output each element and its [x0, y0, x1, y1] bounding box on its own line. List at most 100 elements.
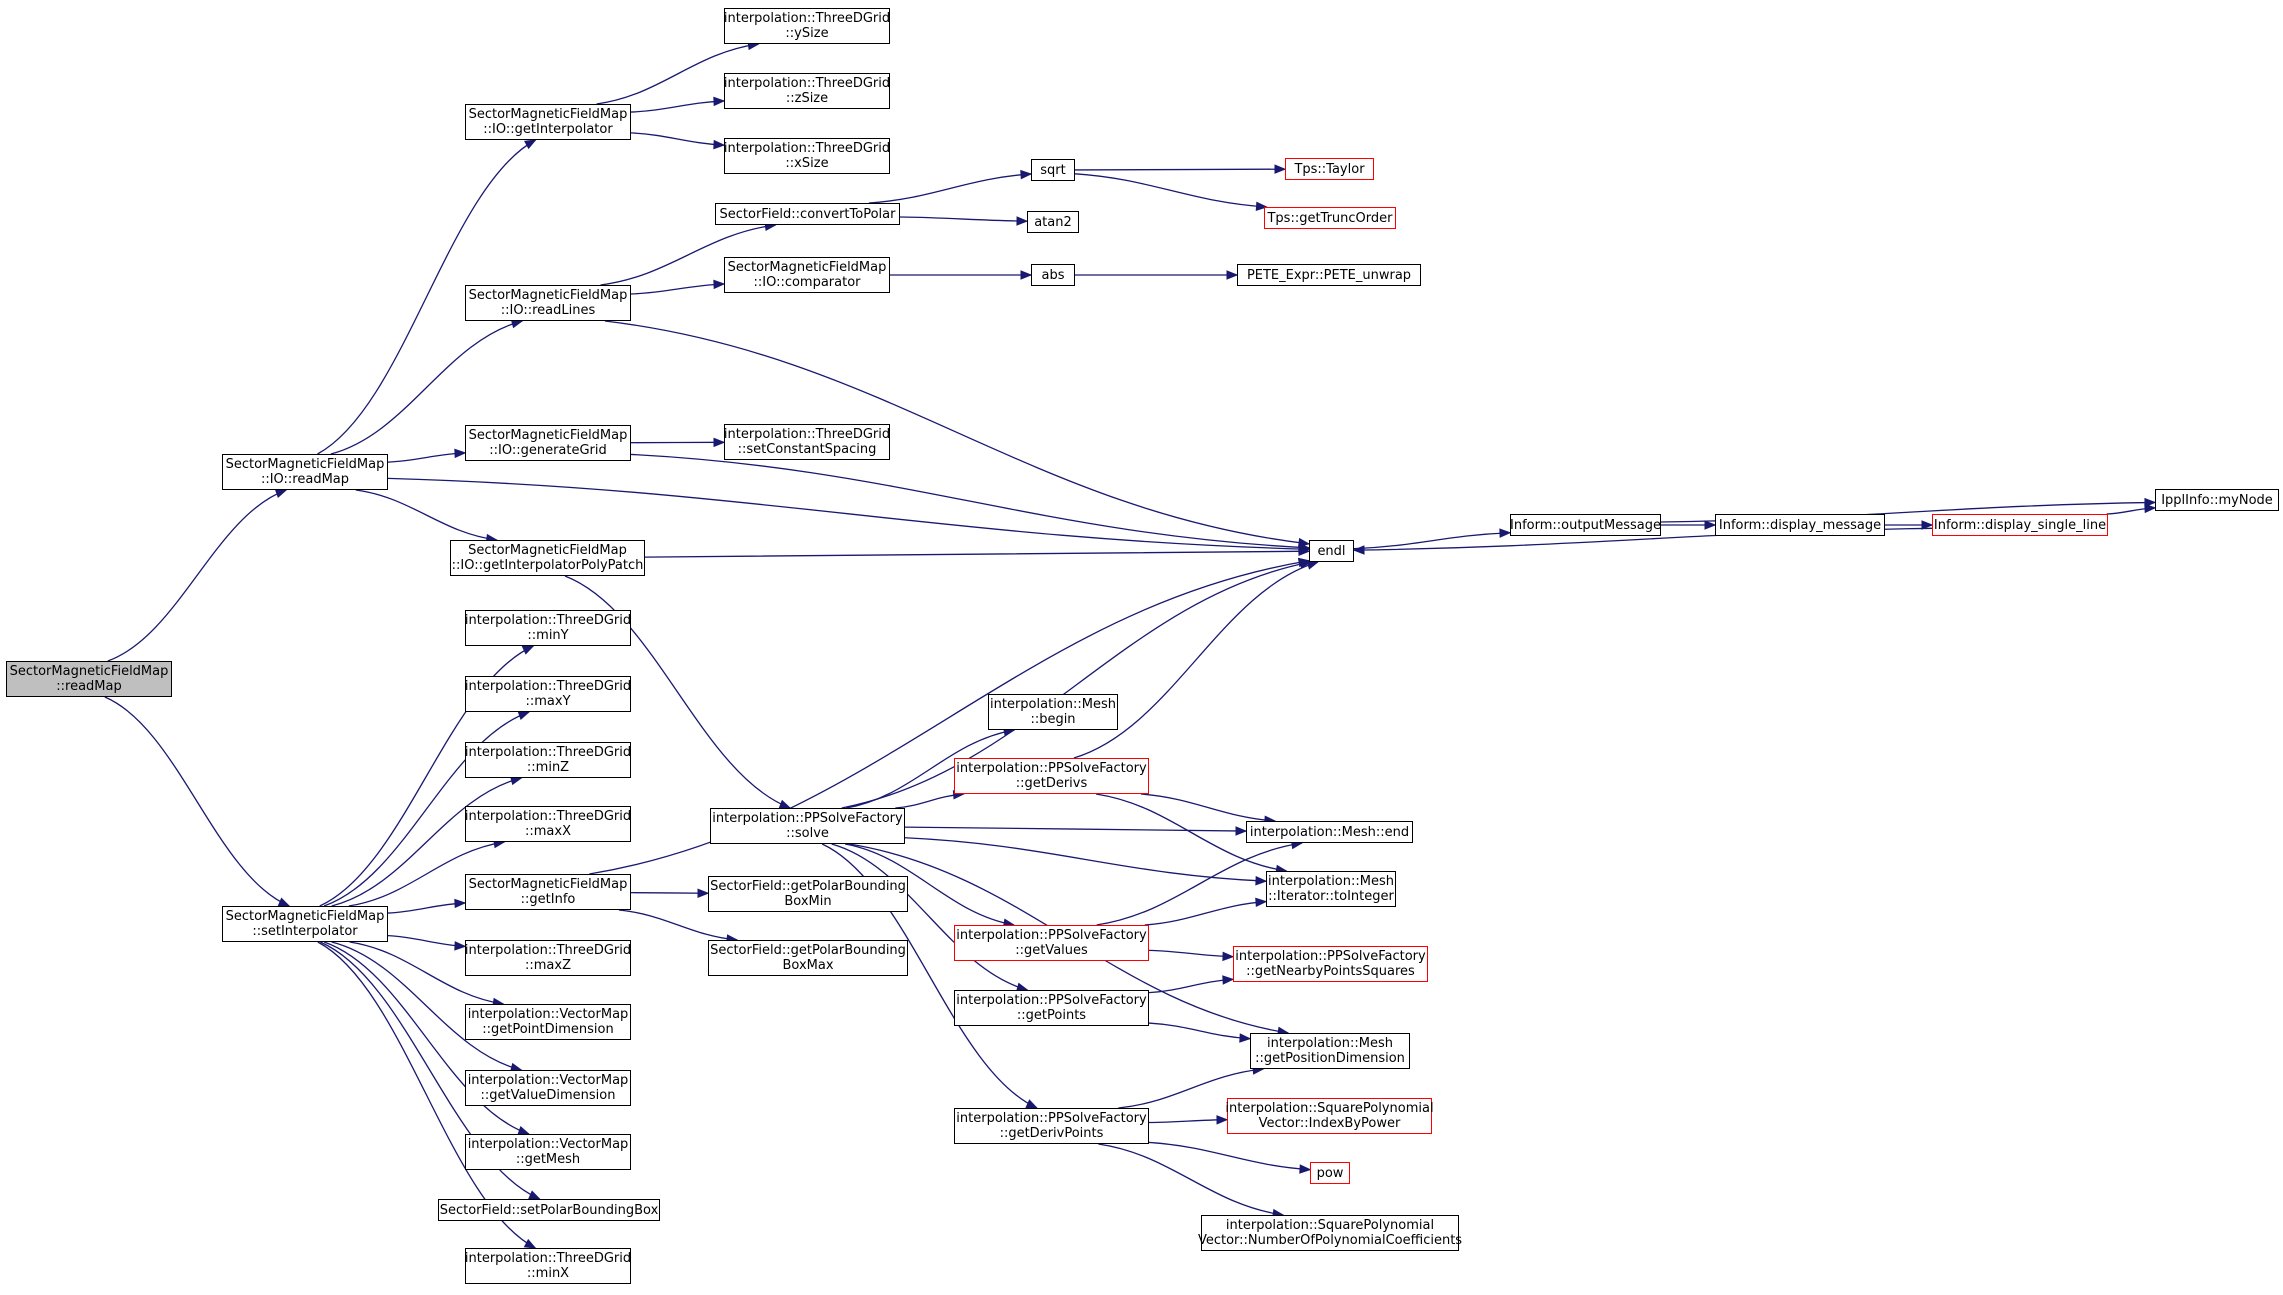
- arrowhead-tps-get-trunc-order: [1255, 201, 1268, 212]
- arrowhead-tps-taylor: [1274, 164, 1287, 174]
- edge-pps-solve-to-pps-get-points: [831, 843, 1028, 991]
- node-ppsolvefactory-getderivs[interactable]: interpolation::PPSolveFactory::getDerivs: [954, 758, 1149, 794]
- edge-io-get-interpolator-to-tdg-y-size: [596, 43, 759, 105]
- edge-endl-to-inform-output-message: [1353, 532, 1511, 550]
- node-tps-gettruncorder[interactable]: Tps::getTruncOrder: [1264, 207, 1396, 229]
- arrowhead-sqrt: [1020, 169, 1033, 180]
- node-sectormagneticfieldmap-readmap: SectorMagneticFieldMap::readMap: [6, 661, 172, 697]
- edge-get-info-to-sf-get-polar-bounding-box-min: [630, 891, 709, 894]
- node-pete-unwrap[interactable]: PETE_Expr::PETE_unwrap: [1237, 264, 1421, 286]
- node-threedgrid-ysize[interactable]: interpolation::ThreeDGrid::ySize: [724, 8, 890, 44]
- edge-set-interpolator-to-tdg-max-y: [323, 711, 530, 907]
- arrowhead-endl: [1352, 545, 1365, 555]
- node-threedgrid-minz[interactable]: interpolation::ThreeDGrid::minZ: [465, 742, 631, 778]
- edge-sqrt-to-tps-taylor: [1074, 168, 1286, 171]
- edge-set-interpolator-to-tdg-max-z: [387, 934, 466, 948]
- edge-pps-get-deriv-points-to-pow: [1148, 1141, 1311, 1171]
- arrowhead-io-get-interpolator: [524, 139, 537, 150]
- node-inform-display-single-line[interactable]: Inform::display_single_line: [1932, 514, 2108, 536]
- node-threedgrid-minx[interactable]: interpolation::ThreeDGrid::minX: [465, 1248, 631, 1284]
- edge-set-interpolator-to-tdg-max-x: [348, 841, 505, 907]
- node-tps-taylor[interactable]: Tps::Taylor: [1285, 158, 1374, 180]
- node-ppsolvefactory-getvalues[interactable]: interpolation::PPSolveFactory::getValues: [954, 925, 1149, 961]
- node-ppsolvefactory-getpoints[interactable]: interpolation::PPSolveFactory::getPoints: [954, 990, 1149, 1026]
- node-mesh-end[interactable]: interpolation::Mesh::end: [1246, 821, 1413, 843]
- arrowhead-ippl-my-node: [2144, 503, 2157, 514]
- arrowhead-tdg-z-size: [713, 96, 726, 107]
- edge-pps-get-values-to-mesh-end: [1096, 842, 1303, 926]
- arrowhead-pow: [1299, 1164, 1312, 1174]
- node-io-readmap[interactable]: SectorMagneticFieldMap::IO::readMap: [222, 454, 388, 490]
- node-threedgrid-maxx[interactable]: interpolation::ThreeDGrid::maxX: [465, 806, 631, 842]
- edge-io-read-map-to-endl: [387, 477, 1310, 550]
- node-io-readlines[interactable]: SectorMagneticFieldMap::IO::readLines: [465, 285, 631, 321]
- node-mesh-getpositiondimension[interactable]: interpolation::Mesh::getPositionDimensio…: [1250, 1033, 1410, 1069]
- node-sectorfield-setpolarboundingbox[interactable]: SectorField::setPolarBoundingBox: [438, 1199, 660, 1221]
- edge-get-info-to-sf-get-polar-bounding-box-max: [618, 909, 738, 941]
- arrowhead-inform-output-message: [1499, 528, 1512, 538]
- edge-pps-get-derivs-to-mesh-end: [1140, 793, 1275, 822]
- edge-io-get-interpolator-poly-patch-to-pps-solve: [564, 575, 791, 809]
- node-threedgrid-miny[interactable]: interpolation::ThreeDGrid::minY: [465, 610, 631, 646]
- node-endl[interactable]: endl: [1309, 540, 1354, 562]
- edge-pps-solve-to-pps-get-values: [844, 843, 1015, 926]
- arrowhead-tdg-max-z: [454, 941, 467, 951]
- node-threedgrid-setconstantspacing[interactable]: interpolation::ThreeDGrid::setConstantSp…: [724, 424, 890, 460]
- edge-pps-solve-to-mesh-end: [904, 826, 1247, 832]
- node-io-generategrid[interactable]: SectorMagneticFieldMap::IO::generateGrid: [465, 425, 631, 461]
- edge-io-read-lines-to-sf-convert-to-polar: [600, 224, 776, 286]
- arrowhead-mesh-iterator-to-integer: [1255, 897, 1268, 908]
- edge-io-get-interpolator-to-tdg-x-size: [630, 132, 725, 146]
- arrowhead-atan2: [1016, 216, 1029, 226]
- node-setinterpolator[interactable]: SectorMagneticFieldMap::setInterpolator: [222, 906, 388, 942]
- arrowhead-pps-get-nearby-points-squares: [1222, 951, 1235, 962]
- node-inform-display-message[interactable]: Inform::display_message: [1715, 514, 1885, 536]
- node-vectormap-getpointdimension[interactable]: interpolation::VectorMap::getPointDimens…: [465, 1004, 631, 1040]
- node-ppsolvefactory-getderivpoints[interactable]: interpolation::PPSolveFactory::getDerivP…: [954, 1108, 1149, 1144]
- node-abs[interactable]: abs: [1031, 264, 1075, 286]
- arrowhead-endl: [1298, 546, 1311, 556]
- node-io-comparator[interactable]: SectorMagneticFieldMap::IO::comparator: [724, 257, 890, 293]
- node-threedgrid-xsize[interactable]: interpolation::ThreeDGrid::xSize: [724, 138, 890, 174]
- node-atan2[interactable]: atan2: [1027, 211, 1079, 233]
- edge-pps-solve-to-mesh-begin: [846, 729, 1015, 809]
- node-getinfo[interactable]: SectorMagneticFieldMap::getInfo: [465, 874, 631, 910]
- node-threedgrid-maxy[interactable]: interpolation::ThreeDGrid::maxY: [465, 676, 631, 712]
- node-vectormap-getmesh[interactable]: interpolation::VectorMap::getMesh: [465, 1134, 631, 1170]
- edge-set-interpolator-to-vm-get-mesh: [323, 941, 530, 1135]
- edge-pps-get-deriv-points-to-mesh-get-position-dimension: [1118, 1068, 1264, 1109]
- arrowhead-mesh-end: [1235, 826, 1248, 836]
- edge-pps-get-values-to-pps-get-nearby-points-squares: [1148, 949, 1234, 958]
- arrowhead-tdg-min-y: [521, 645, 535, 655]
- arrowhead-pps-solve: [778, 799, 792, 809]
- node-mesh-iterator-tointeger[interactable]: interpolation::Mesh::Iterator::toInteger: [1266, 871, 1396, 907]
- arrowhead-get-info: [454, 898, 467, 909]
- edge-pps-solve-to-pps-get-deriv-points: [821, 843, 1038, 1109]
- node-sqrt[interactable]: sqrt: [1031, 159, 1075, 181]
- node-inform-outputmessage[interactable]: Inform::outputMessage: [1510, 514, 1661, 536]
- node-vectormap-getvaluedimension[interactable]: interpolation::VectorMap::getValueDimens…: [465, 1070, 631, 1106]
- node-io-getinterpolatorpolypatch[interactable]: SectorMagneticFieldMap::IO::getInterpola…: [450, 540, 645, 576]
- node-io-getinterpolator[interactable]: SectorMagneticFieldMap::IO::getInterpola…: [465, 104, 631, 140]
- node-sectorfield-converttopolar[interactable]: SectorField::convertToPolar: [715, 203, 900, 225]
- node-ipplinfo-mynode[interactable]: IpplInfo::myNode: [2155, 489, 2279, 511]
- edge-set-interpolator-to-tdg-min-y: [319, 645, 534, 907]
- arrowhead-io-read-map: [274, 489, 288, 499]
- arrowhead-pps-get-deriv-points: [1025, 1099, 1039, 1109]
- node-ppsolvefactory-getnearbypointssquares[interactable]: interpolation::PPSolveFactory::getNearby…: [1233, 946, 1428, 982]
- arrowhead-tdg-x-size: [713, 139, 726, 150]
- arrowhead-io-comparator: [713, 279, 726, 290]
- node-pow[interactable]: pow: [1310, 1162, 1350, 1184]
- edge-sf-convert-to-polar-to-sqrt: [868, 173, 1032, 204]
- edge-pps-get-deriv-points-to-spv-index-by-power: [1148, 1119, 1228, 1124]
- edge-get-info-to-endl: [589, 560, 1310, 875]
- node-mesh-begin[interactable]: interpolation::Mesh::begin: [988, 694, 1118, 730]
- node-threedgrid-maxz[interactable]: interpolation::ThreeDGrid::maxZ: [465, 940, 631, 976]
- node-ppsolvefactory-solve[interactable]: interpolation::PPSolveFactory::solve: [710, 808, 905, 844]
- node-threedgrid-zsize[interactable]: interpolation::ThreeDGrid::zSize: [724, 73, 890, 109]
- edge-io-read-map-to-io-get-interpolator-poly-patch: [355, 489, 497, 541]
